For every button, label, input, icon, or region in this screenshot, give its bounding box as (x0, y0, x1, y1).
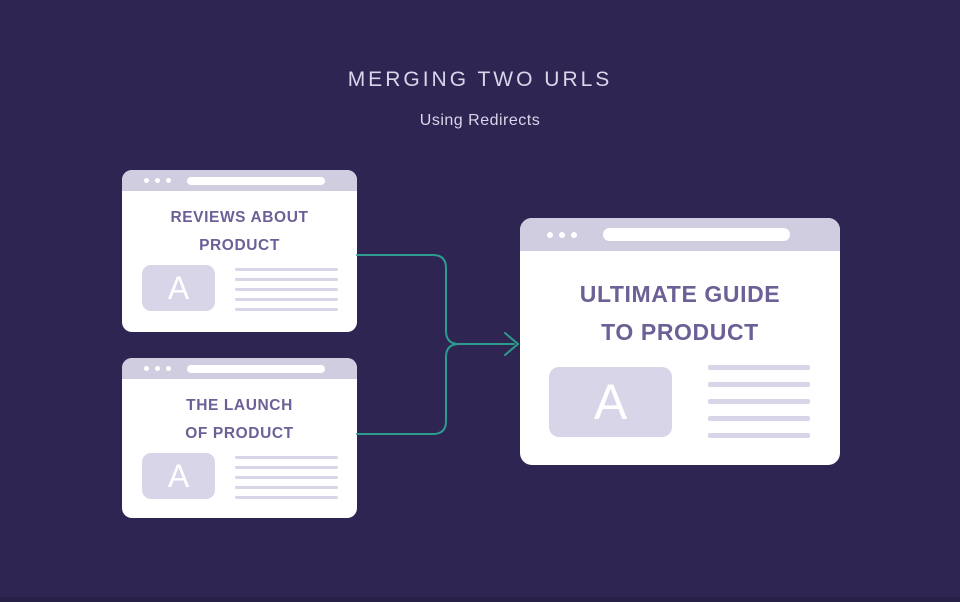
window-dot-icon (144, 178, 149, 183)
image-placeholder: A (549, 367, 672, 437)
window-dot-icon (155, 178, 160, 183)
bottom-edge-strip (0, 597, 960, 602)
text-placeholder-line (708, 433, 810, 438)
browser-window-ultimate-guide: ULTIMATE GUIDE TO PRODUCT A (520, 218, 840, 465)
window-dot-icon (166, 178, 171, 183)
diagram-subtitle: Using Redirects (419, 112, 541, 129)
text-placeholder-line (708, 365, 810, 370)
image-placeholder: A (142, 265, 215, 311)
text-placeholder-line (235, 486, 338, 489)
window-dots-icon (144, 178, 177, 183)
text-placeholder-line (708, 399, 810, 404)
browser-titlebar (122, 170, 357, 191)
window-dots-icon (547, 231, 583, 238)
window-dot-icon (547, 231, 553, 238)
letter-a-icon: A (167, 269, 190, 306)
text-placeholder-line (235, 308, 338, 311)
page-title-line2: OF PRODUCT (185, 425, 294, 442)
browser-titlebar (122, 358, 357, 379)
text-placeholder-line (235, 476, 338, 479)
text-placeholder-line (235, 298, 338, 301)
window-dot-icon (144, 366, 149, 371)
page-title-line2: PRODUCT (199, 237, 280, 254)
text-placeholder-lines (708, 365, 810, 438)
text-placeholder-line (235, 268, 338, 271)
window-dot-icon (166, 366, 171, 371)
text-placeholder-line (235, 466, 338, 469)
page-title-line1: ULTIMATE GUIDE (579, 281, 781, 307)
page-title-line2: TO PRODUCT (601, 319, 759, 345)
browser-titlebar (520, 218, 840, 251)
merge-arrow-bottom-branch (356, 343, 460, 435)
window-dot-icon (155, 366, 160, 371)
window-dots-icon (144, 366, 177, 371)
page-title: REVIEWS ABOUT PRODUCT (122, 204, 357, 260)
page-title-line1: REVIEWS ABOUT (170, 209, 309, 226)
browser-window-reviews: REVIEWS ABOUT PRODUCT A (122, 170, 357, 332)
text-placeholder-lines (235, 268, 338, 311)
page-title: THE LAUNCH OF PRODUCT (122, 392, 357, 448)
letter-a-icon: A (593, 374, 628, 430)
browser-window-launch: THE LAUNCH OF PRODUCT A (122, 358, 357, 518)
address-bar (187, 176, 325, 185)
text-placeholder-line (235, 456, 338, 459)
text-placeholder-line (235, 278, 338, 281)
window-dot-icon (571, 231, 577, 238)
diagram-title: MERGING TWO URLS (347, 68, 613, 91)
page-title-line1: THE LAUNCH (186, 397, 293, 414)
address-bar (603, 228, 790, 241)
image-placeholder: A (142, 453, 215, 499)
text-placeholder-line (235, 496, 338, 499)
page-title: ULTIMATE GUIDE TO PRODUCT (520, 275, 840, 351)
text-placeholder-line (708, 416, 810, 421)
merge-arrow-top-branch (356, 254, 515, 345)
text-placeholder-line (235, 288, 338, 291)
arrowhead-icon (504, 332, 519, 356)
letter-a-icon: A (167, 457, 190, 494)
text-placeholder-lines (235, 456, 338, 499)
window-dot-icon (559, 231, 565, 238)
text-placeholder-line (708, 382, 810, 387)
address-bar (187, 364, 325, 373)
